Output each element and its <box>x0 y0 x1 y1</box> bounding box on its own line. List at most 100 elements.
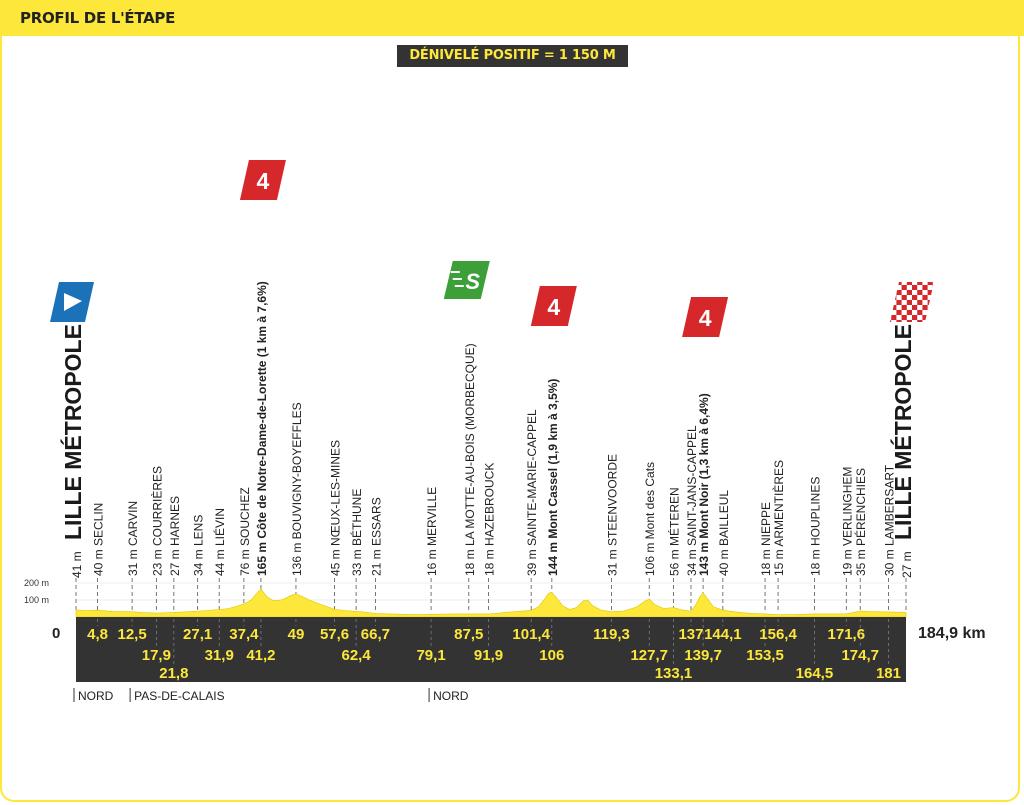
km-marker-label: 153,5 <box>746 647 784 664</box>
km-marker-label: 41,2 <box>246 647 275 664</box>
km-marker-label: 62,4 <box>342 647 372 664</box>
km-marker-label: 156,4 <box>759 626 797 643</box>
finish-flag-square <box>891 295 897 300</box>
km-marker-label: 37,4 <box>229 626 259 643</box>
place-label: 35 m PÉRENCHIES <box>853 468 868 576</box>
place-label: 18 m LA MOTTE-AU-BOIS (MORBECQUE) <box>463 343 477 576</box>
km-marker-label: 144,1 <box>704 626 742 643</box>
finish-flag-square <box>906 320 912 322</box>
place-label: 18 m HOUPLINES <box>808 477 822 576</box>
finish-flag-square <box>901 295 907 300</box>
km-marker-label: 21,8 <box>159 665 188 682</box>
place-label: 40 m BAILLEUL <box>717 490 731 576</box>
finish-flag-square <box>932 305 934 310</box>
km-marker-label: 181 <box>876 665 901 682</box>
finish-flag-square <box>896 320 902 322</box>
place-label: 76 m SOUCHEZ <box>238 487 252 576</box>
finish-flag-square <box>896 282 902 285</box>
climb-category-badge <box>530 286 577 326</box>
place-label: 39 m SAINTE-MARIE-CAPPEL <box>525 409 539 576</box>
place-label: 15 m ARMENTIÈRES <box>771 460 786 576</box>
profile-area-layer <box>75 588 907 618</box>
km-marker-label: 87,5 <box>454 626 483 643</box>
climb-category-badge <box>682 297 729 337</box>
y-tick-label: 200 m <box>24 578 49 588</box>
finish-town-label: LILLE MÉTROPOLE <box>889 324 916 540</box>
finish-flag-square <box>890 320 892 322</box>
km-marker-label: 91,9 <box>474 647 503 664</box>
finish-flag-square <box>917 282 923 285</box>
total-distance-label: 184,9 km <box>918 625 986 642</box>
km-marker-label: 171,6 <box>828 626 866 643</box>
place-label: 18 m HAZEBROUCK <box>483 463 497 576</box>
header-bar: PROFIL DE L'ÉTAPE <box>0 0 1024 36</box>
km-marker-label: 101,4 <box>512 626 550 643</box>
place-label: 16 m MERVILLE <box>425 487 439 576</box>
km-marker-label: 66,7 <box>361 626 390 643</box>
km-marker-label: 119,3 <box>593 626 630 643</box>
sprint-icon <box>443 261 490 299</box>
km-marker-label: 27,1 <box>183 626 212 643</box>
finish-flag-square <box>901 305 907 310</box>
place-label: 27 m HARNES <box>168 496 182 576</box>
finish-flag-square <box>927 310 933 315</box>
km-marker-label: 106 <box>539 647 564 664</box>
climb-label: 165 m Côte de Notre-Dame-de-Lorette (1 k… <box>255 281 269 576</box>
place-label: 21 m ESSARS <box>369 497 383 576</box>
finish-flag-square <box>917 300 923 305</box>
km-marker-label: 17,9 <box>142 647 171 664</box>
finish-flag-square <box>932 285 934 290</box>
card-frame <box>0 36 1020 802</box>
distance-band <box>76 617 906 682</box>
sprint-badge-label: S <box>465 269 480 294</box>
km-marker-label: 49 <box>288 626 305 643</box>
region-label: NORD <box>433 689 469 703</box>
place-label: 106 m Mont des Cats <box>643 462 657 576</box>
place-label: 30 m LAMBERSART <box>882 464 896 576</box>
finish-flag-square <box>927 290 933 295</box>
climb-label: 144 m Mont Cassel (1,9 km à 3,5%) <box>546 379 560 576</box>
place-label: 45 m NŒUX-LES-MINES <box>329 440 343 576</box>
km-marker-label: 57,6 <box>320 626 349 643</box>
finish-flag-square <box>932 295 934 300</box>
finish-flag-square <box>927 282 933 285</box>
finish-flag-square <box>912 305 918 310</box>
finish-flag-square <box>906 310 912 315</box>
km-marker-label: 137 <box>678 626 703 643</box>
place-label: 34 m SAINT-JANS-CAPPEL <box>685 425 699 576</box>
finish-flag-square <box>906 282 912 285</box>
finish-flag-square <box>917 320 923 322</box>
finish-flag-square <box>922 285 928 290</box>
start-altitude-label: 41 m <box>70 551 84 578</box>
y-tick-label: 100 m <box>24 595 49 605</box>
km-marker-label: 133,1 <box>655 665 693 682</box>
finish-flag-square <box>891 315 897 320</box>
finish-flag-square <box>890 300 892 305</box>
place-label: 31 m CARVIN <box>126 501 140 576</box>
place-label: 23 m COURRIÈRES <box>149 466 164 576</box>
finish-flag-square <box>922 295 928 300</box>
finish-flag-square <box>891 305 897 310</box>
finish-flag-square <box>896 300 902 305</box>
start-arrow-icon <box>64 293 82 311</box>
place-label: 34 m LENS <box>192 515 206 576</box>
finish-flag-square <box>927 320 933 322</box>
km-marker-label: 164,5 <box>796 665 834 682</box>
place-label: 18 m NIEPPE <box>759 502 773 576</box>
finish-flag-square <box>922 305 928 310</box>
finish-flag-icon <box>890 282 934 322</box>
place-label: 31 m STEENVOORDE <box>606 454 620 576</box>
finish-flag-square <box>912 285 918 290</box>
finish-flag-square <box>890 310 892 315</box>
km-marker-label: 79,1 <box>416 647 445 664</box>
km-marker-label: 127,7 <box>630 647 668 664</box>
km-marker-label: 174,7 <box>841 647 879 664</box>
climb-label: 143 m Mont Noir (1,3 km à 6,4%) <box>697 393 711 576</box>
km-marker-label: 31,9 <box>205 647 234 664</box>
